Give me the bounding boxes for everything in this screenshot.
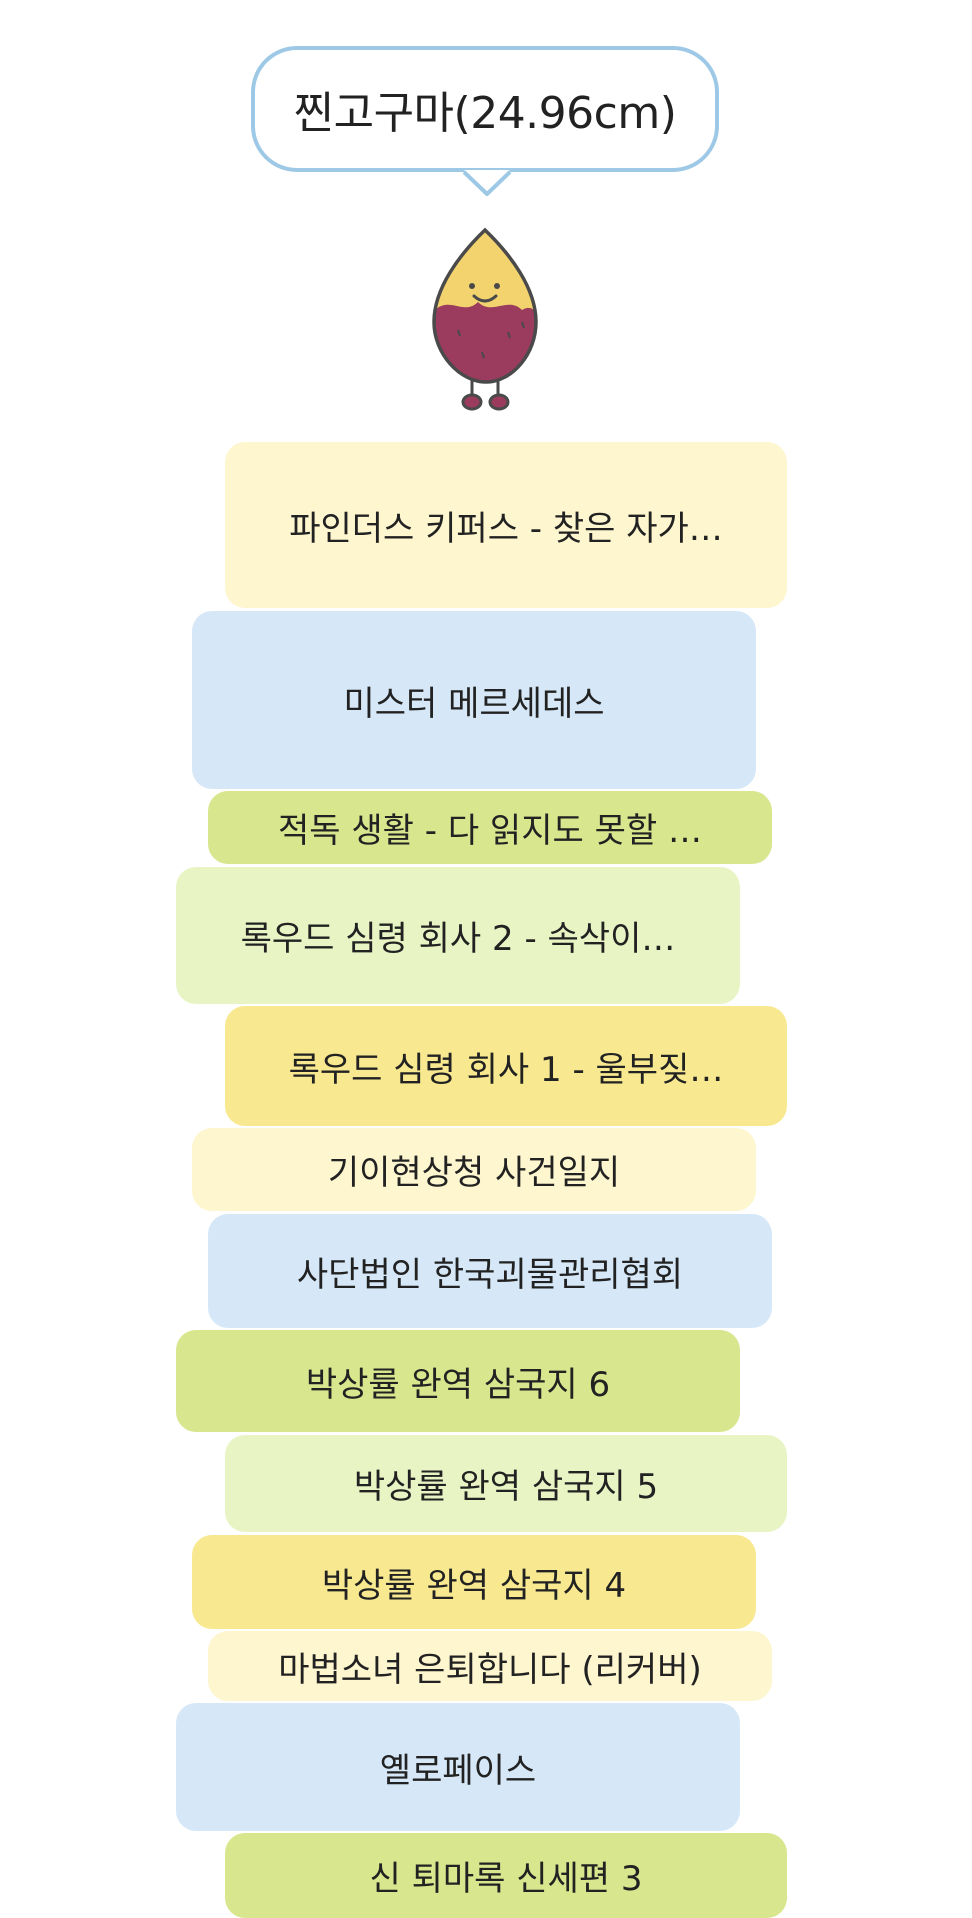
book-spine[interactable]: 마법소녀 은퇴합니다 (리커버)	[208, 1631, 772, 1701]
speech-bubble-tail	[462, 170, 512, 196]
book-title: 록우드 심령 회사 2 - 속삭이…	[240, 919, 676, 959]
book-title: 록우드 심령 회사 1 - 울부짖…	[288, 1049, 724, 1090]
book-spine[interactable]: 박상률 완역 삼국지 5	[225, 1435, 787, 1532]
book-spine[interactable]: 적독 생활 - 다 읽지도 못할 …	[208, 791, 772, 864]
book-spine[interactable]: 록우드 심령 회사 2 - 속삭이…	[176, 867, 740, 1004]
book-spine[interactable]: 록우드 심령 회사 1 - 울부짖…	[225, 1006, 787, 1126]
book-title: 미스터 메르세데스	[343, 683, 605, 724]
book-title: 사단법인 한국괴물관리협회	[296, 1254, 684, 1295]
book-title: 적독 생활 - 다 읽지도 못할 …	[278, 811, 702, 851]
sweet-potato-icon	[432, 227, 538, 411]
book-spine[interactable]: 파인더스 키퍼스 - 찾은 자가…	[225, 442, 787, 608]
book-title: 파인더스 키퍼스 - 찾은 자가…	[289, 508, 723, 549]
book-spine[interactable]: 사단법인 한국괴물관리협회	[208, 1214, 772, 1328]
book-spine[interactable]: 기이현상청 사건일지	[192, 1128, 756, 1211]
stack-height-label: 찐고구마(24.96cm)	[293, 88, 677, 139]
book-title: 마법소녀 은퇴합니다 (리커버)	[278, 1649, 702, 1690]
height-speech-bubble: 찐고구마(24.96cm)	[251, 46, 719, 172]
book-spine[interactable]: 신 퇴마록 신세편 3	[225, 1833, 787, 1918]
book-spine[interactable]: 미스터 메르세데스	[192, 611, 756, 789]
book-title: 박상률 완역 삼국지 6	[305, 1364, 611, 1405]
book-title: 옐로페이스	[379, 1750, 537, 1791]
book-title: 박상률 완역 삼국지 4	[321, 1565, 627, 1606]
book-spine[interactable]: 옐로페이스	[176, 1703, 740, 1831]
book-title: 기이현상청 사건일지	[327, 1153, 621, 1193]
book-title: 신 퇴마록 신세편 3	[369, 1859, 643, 1899]
book-spine[interactable]: 박상률 완역 삼국지 6	[176, 1330, 740, 1432]
book-title: 박상률 완역 삼국지 5	[353, 1467, 659, 1507]
book-spine[interactable]: 박상률 완역 삼국지 4	[192, 1535, 756, 1629]
